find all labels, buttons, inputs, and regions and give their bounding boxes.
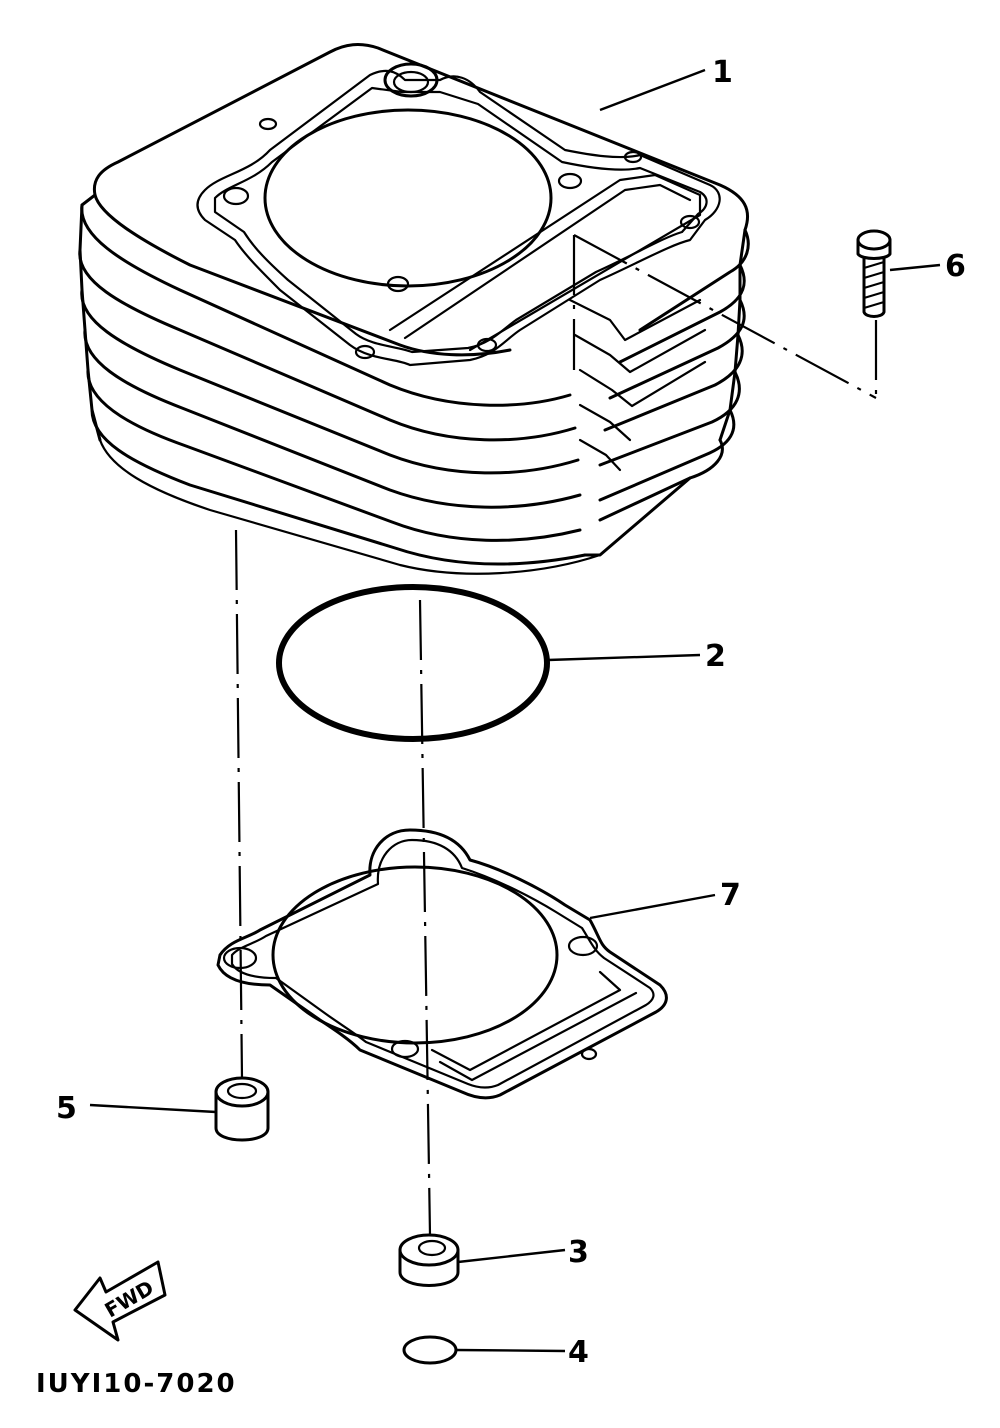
o-ring-part [276,584,550,742]
callout-5: 5 [56,1091,77,1126]
bolt-part [856,229,892,398]
callout-4: 4 [568,1335,589,1370]
callout-6: 6 [945,249,966,284]
leader-lines [89,68,941,1353]
drawing-number: IUYI10-7020 [36,1369,237,1399]
callout-2: 2 [705,639,726,674]
dowel-pin-right-part [398,1233,460,1287]
callout-3: 3 [568,1235,589,1270]
assembly-centerlines [234,529,432,1236]
callout-1: 1 [712,55,733,90]
base-gasket-part [216,828,668,1100]
callout-7: 7 [720,878,741,913]
forward-direction-arrow-icon: FWD [73,1260,167,1342]
dowel-pin-left-part [214,1076,270,1142]
small-o-ring-part [402,1335,458,1365]
cylinder-part [78,43,877,575]
